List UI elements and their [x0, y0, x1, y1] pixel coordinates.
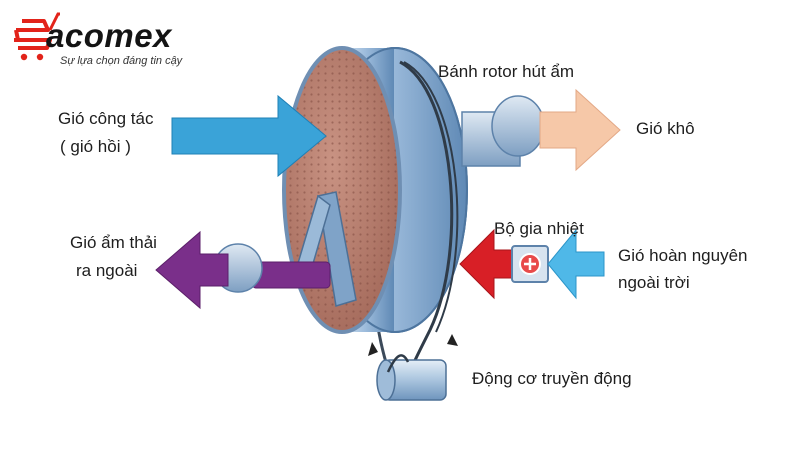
label-rotor: Bánh rotor hút ẩm	[438, 62, 575, 81]
regen-air-arrow	[547, 228, 605, 300]
brand-tagline: Sự lựa chọn đáng tin cậy	[60, 55, 183, 67]
label-regen-air: Gió hoàn nguyên	[618, 246, 748, 265]
drive-belt-front	[399, 60, 454, 379]
brand-name: acomex	[46, 17, 172, 54]
process-air-arrow	[171, 94, 327, 178]
label-process-air: Gió công tác	[58, 109, 154, 128]
wet-air-pipe	[251, 261, 331, 289]
dry-air-arrow	[539, 88, 621, 172]
label-dry-air: Gió khô	[636, 119, 695, 138]
drive-motor	[376, 354, 447, 401]
label-wet-air: Gió ẩm thải	[70, 233, 157, 252]
label-heater: Bộ gia nhiệt	[494, 219, 584, 238]
rotation-arrow-right	[447, 334, 458, 346]
rotation-arrow-left	[368, 342, 378, 356]
wet-air-arrow	[155, 230, 229, 310]
label-process-air-note: ( gió hồi )	[60, 137, 131, 156]
label-wet-air-outside: ra ngoài	[76, 261, 138, 280]
cart-icon	[14, 12, 60, 61]
heated-air-arrow	[459, 228, 515, 300]
label-motor: Động cơ truyền động	[472, 369, 632, 388]
heater-icon	[511, 245, 549, 283]
label-regen-air-outdoor: ngoài trời	[618, 273, 690, 292]
